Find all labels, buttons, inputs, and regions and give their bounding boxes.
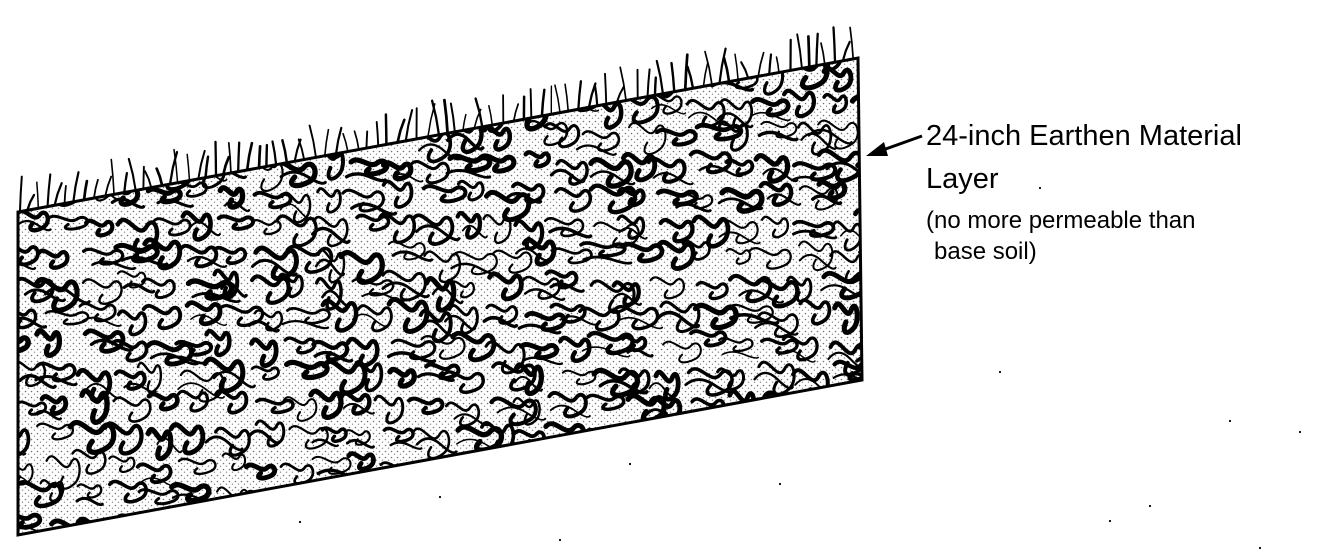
layer-label-title-continued: Layer — [926, 165, 999, 194]
layer-note: (no more permeable than — [926, 209, 1195, 233]
layer-note-continued: base soil) — [934, 240, 1037, 264]
layer-label-title: 24-inch Earthen Material — [926, 122, 1242, 151]
label-arrow — [866, 136, 922, 156]
soil-layer — [0, 31, 911, 557]
